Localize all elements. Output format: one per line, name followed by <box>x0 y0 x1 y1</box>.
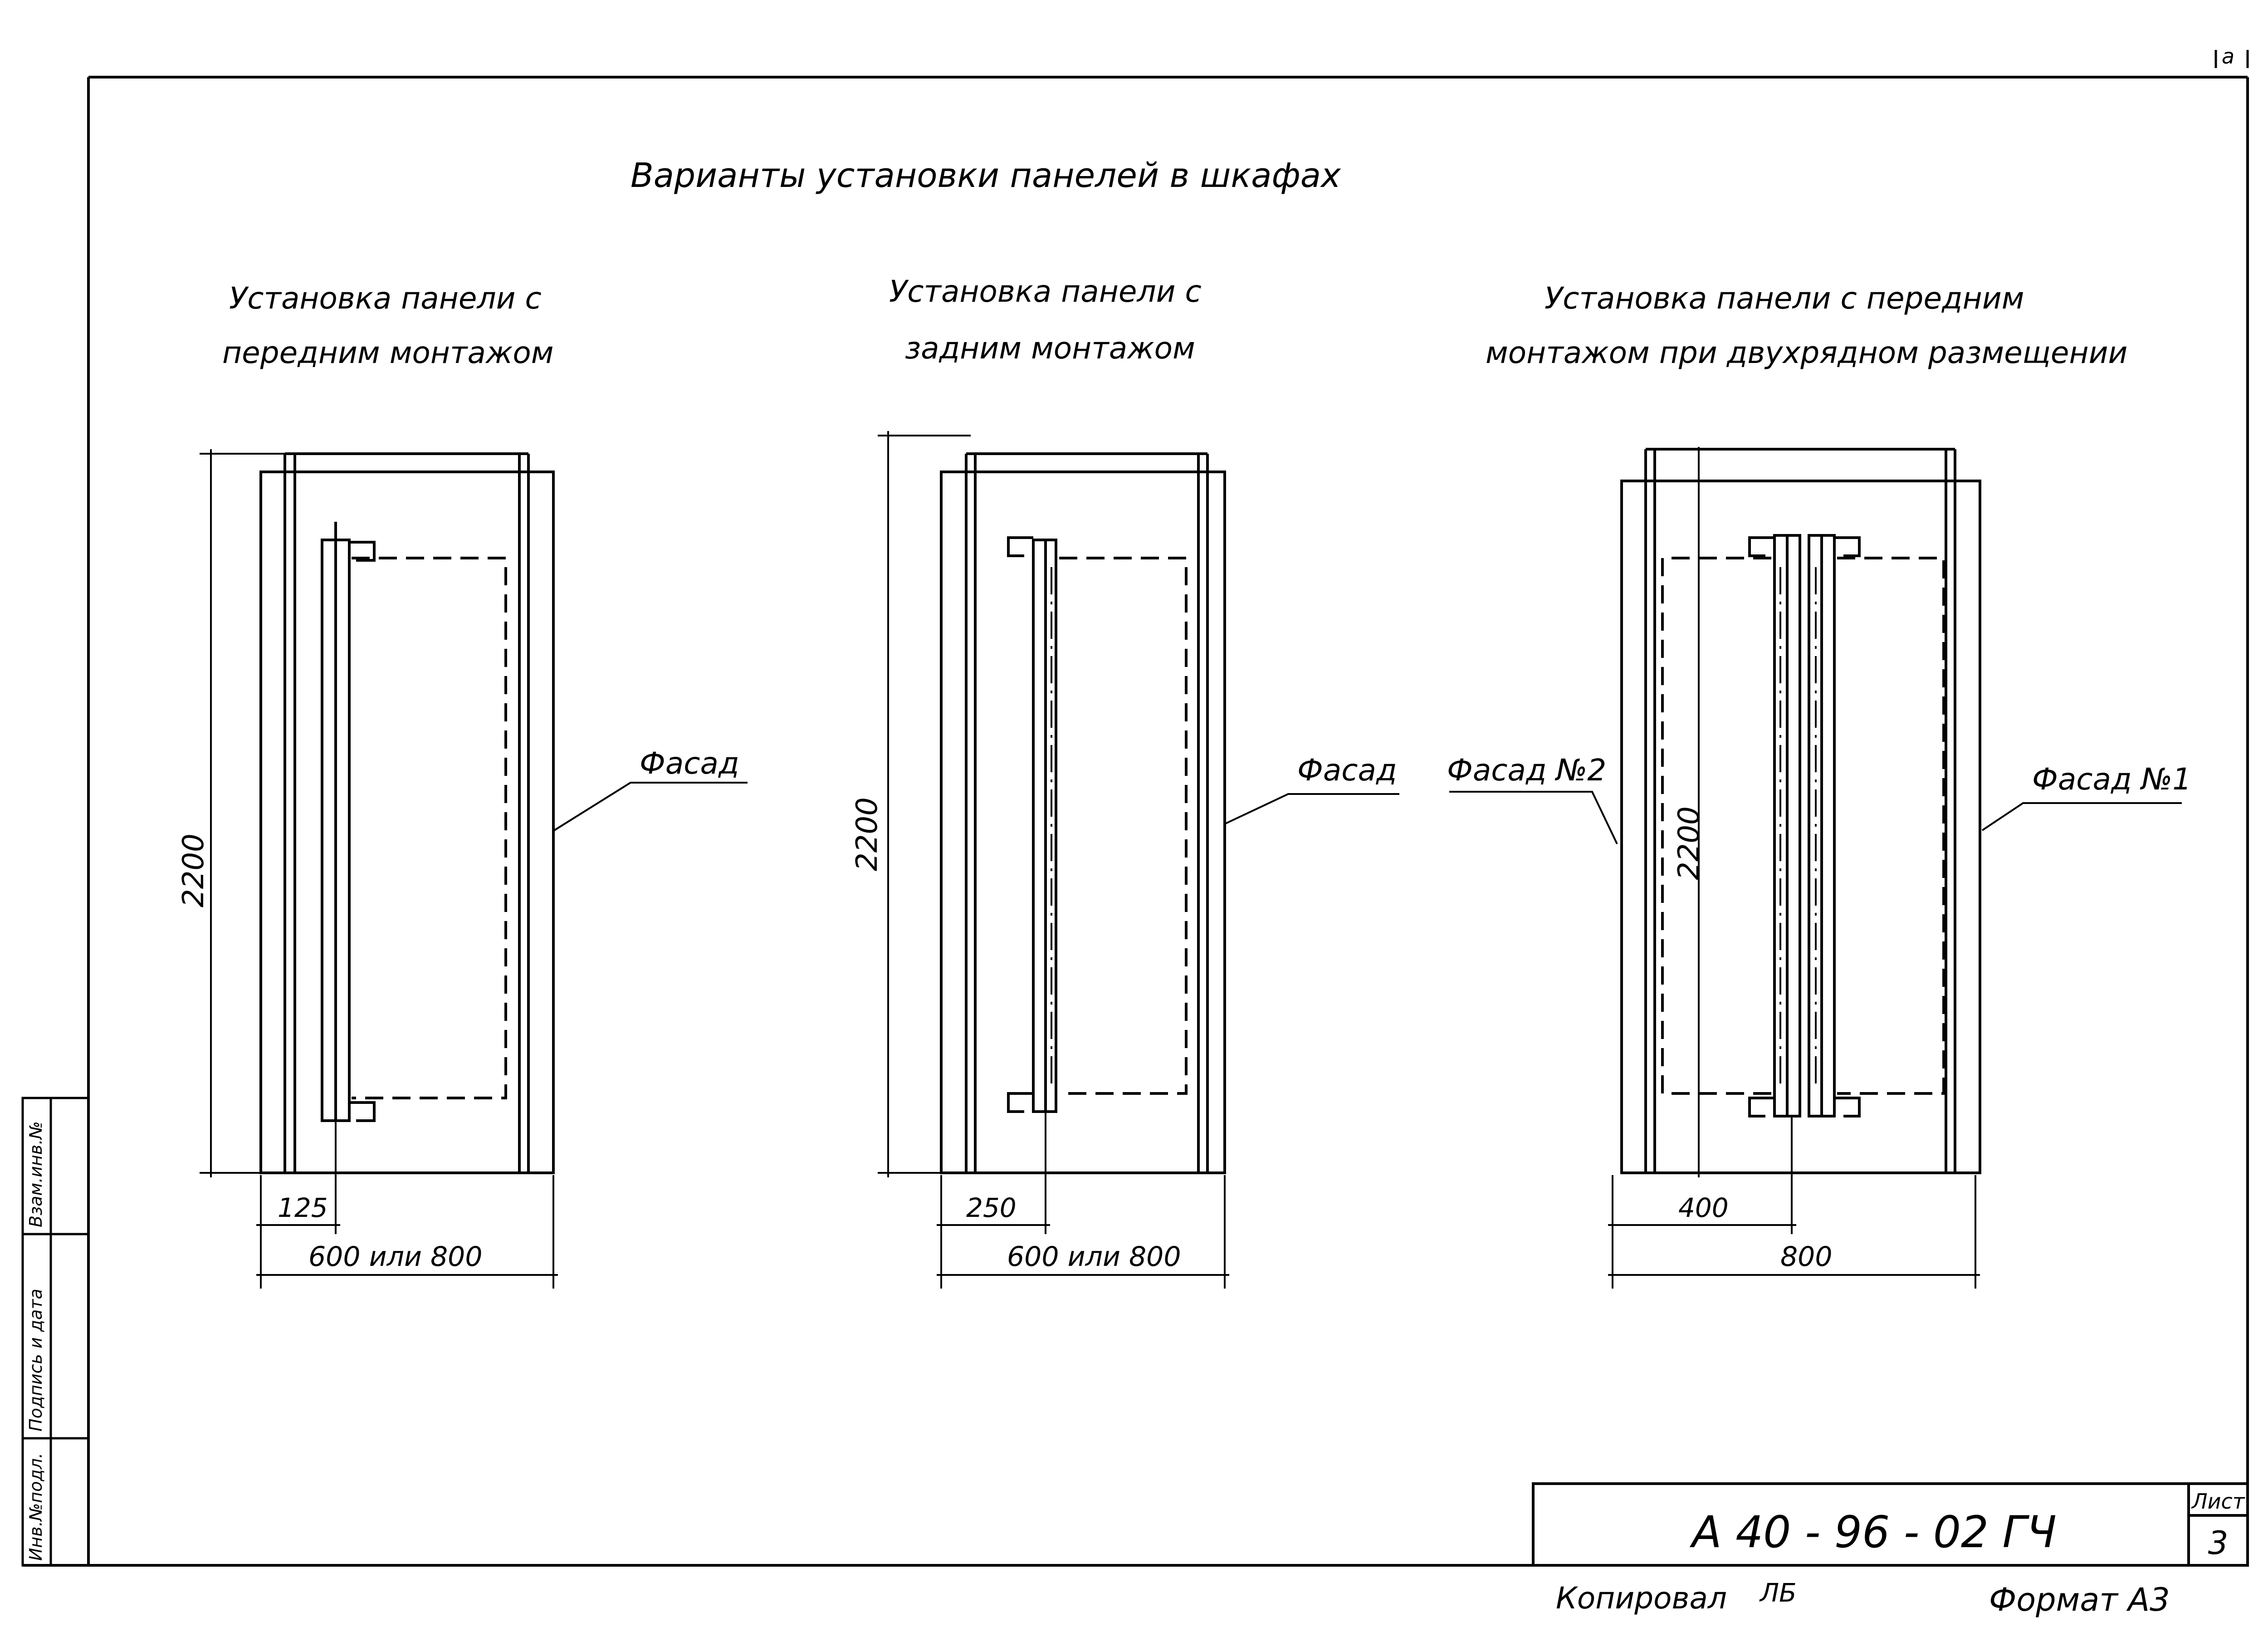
variant-2-height-dim: 2200 <box>850 797 884 871</box>
variant-3-facade-right-label: Фасад №1 <box>2032 762 2191 797</box>
variant-2-facade-label: Фасад <box>1297 753 1397 788</box>
corner-mark-text: а <box>2222 44 2234 69</box>
variant-3-width-dim: 800 <box>1780 1241 1833 1273</box>
corner-mark: а <box>2214 44 2249 69</box>
title-block: А 40 - 96 - 02 ГЧ Лист 3 <box>1532 1482 2249 1567</box>
footer-copied-label: Копировал <box>1556 1581 1727 1616</box>
variant-2-dimensions: 2200 250 600 или 800 Фасад <box>850 431 1399 1289</box>
variant-3-height-dim: 2200 <box>1672 806 1706 880</box>
title-block-designation: А 40 - 96 - 02 ГЧ <box>1689 1507 2057 1558</box>
drawing-title: Варианты установки панелей в шкафах <box>631 156 1341 195</box>
variant-1-offset-dim: 125 <box>278 1192 328 1223</box>
variant-1-caption-line2: передним монтажом <box>222 335 554 370</box>
variant-3-offset-dim: 400 <box>1678 1192 1729 1223</box>
side-stamp-inv-number: Инв.№подл. <box>26 1453 46 1561</box>
side-stamp: Инв.№подл. Подпись и дата Взам.инв.№ <box>21 1097 90 1567</box>
variant-3-dimensions: 2200 400 800 Фасад №2 Фасад №1 <box>1447 447 2191 1289</box>
variant-2-offset-dim: 250 <box>966 1192 1017 1223</box>
variant-1-width-dim: 600 или 800 <box>308 1241 483 1273</box>
side-stamp-signature-date: Подпись и дата <box>26 1289 46 1431</box>
variant-2-cabinet <box>940 452 1226 1174</box>
variant-1-dimensions: 2200 125 600 или 800 Фасад <box>177 449 748 1289</box>
title-block-sheet-number: 3 <box>2208 1524 2229 1562</box>
footer-copied-signature: ЛБ <box>1759 1578 1797 1608</box>
variant-2-caption-line1: Установка панели с <box>889 274 1202 309</box>
variant-2-caption-line2: задним монтажом <box>905 331 1195 366</box>
variant-3-caption-line2: монтажом при двухрядном размещении <box>1486 335 2127 370</box>
title-block-sheet-label: Лист <box>2191 1489 2245 1514</box>
footer-format-label: Формат А3 <box>1989 1581 2170 1618</box>
footer: Копировал ЛБ Формат А3 <box>1556 1578 2170 1618</box>
variant-2-width-dim: 600 или 800 <box>1007 1241 1181 1273</box>
variant-1-cabinet <box>259 452 555 1174</box>
variant-1-caption-line1: Установка панели с <box>229 281 542 316</box>
variant-1-height-dim: 2200 <box>177 833 210 907</box>
side-stamp-replacement-inv: Взам.инв.№ <box>26 1121 46 1227</box>
variant-3-facade-left-label: Фасад №2 <box>1447 753 1606 788</box>
variant-1-facade-label: Фасад <box>640 746 739 781</box>
variant-3-caption-line1: Установка панели с передним <box>1545 281 2024 316</box>
